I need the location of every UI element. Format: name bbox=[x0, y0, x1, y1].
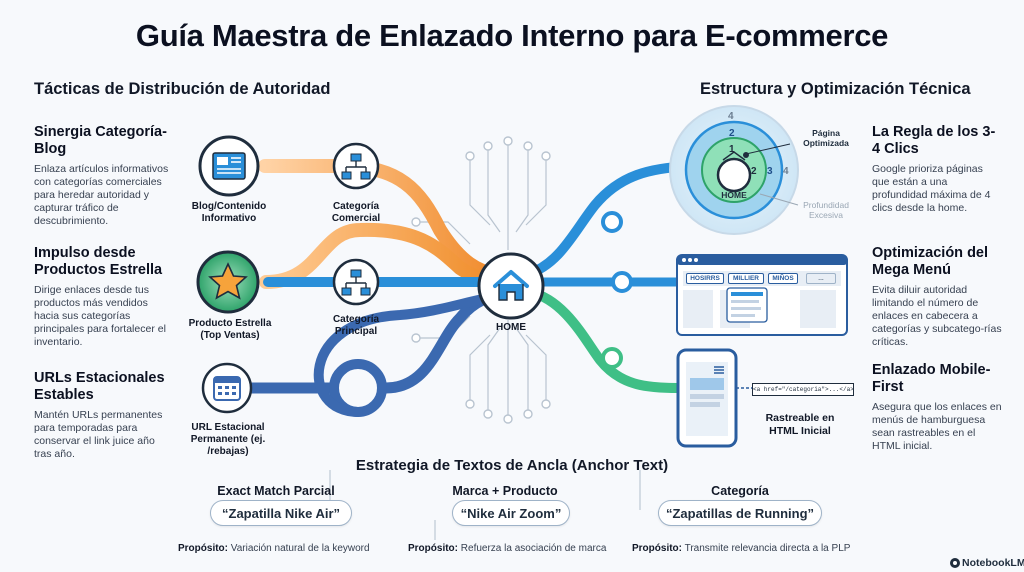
purpose-label-2: Propósito: bbox=[408, 543, 458, 554]
rule-megamenu-body: Evita diluir autoridad limitando el núme… bbox=[872, 284, 1002, 348]
menu-item-3[interactable]: MIÑOS bbox=[768, 273, 798, 284]
caption-star: Producto Estrella (Top Ventas) bbox=[188, 318, 272, 341]
tactic-seasonal: URLs Estacionales Estables Mantén URLs p… bbox=[34, 370, 174, 461]
caption-principal: Categoría Principal bbox=[332, 314, 380, 337]
left-section-heading: Tácticas de Distribución de Autoridad bbox=[34, 80, 331, 98]
code-snippet: <a href="/categoria">...</a> bbox=[752, 383, 854, 396]
tactic-seasonal-body: Mantén URLs permanentes para temporadas … bbox=[34, 409, 163, 460]
circuit-nodes bbox=[411, 136, 551, 424]
purpose-label-1: Propósito: bbox=[178, 543, 228, 554]
rule-mobile: Enlazado Mobile-First Asegura que los en… bbox=[872, 362, 1002, 453]
sitemap-icon-principal bbox=[332, 258, 380, 306]
flow-orange-1 bbox=[258, 158, 507, 283]
anchor-purpose-1: Propósito: Variación natural de la keywo… bbox=[178, 543, 370, 554]
depth-level-2-side: 2 bbox=[751, 166, 757, 177]
tactic-star: Impulso desde Productos Estrella Dirige … bbox=[34, 245, 174, 349]
anchor-section-heading: Estrategia de Textos de Ancla (Anchor Te… bbox=[355, 457, 669, 474]
anchor-example-2: “Nike Air Zoom” bbox=[452, 500, 570, 526]
excessive-depth-label: Profundidad Excesiva bbox=[803, 200, 849, 220]
tactic-blog: Sinergia Categoría-Blog Enlaza artículos… bbox=[34, 124, 184, 228]
rule-clicks: La Regla de los 3-4 Clics Google prioriz… bbox=[872, 124, 1002, 215]
caption-blog: Blog/Contenido Informativo bbox=[191, 201, 267, 224]
anchor-example-1: “Zapatilla Nike Air” bbox=[210, 500, 352, 526]
tactic-blog-body: Enlaza artículos informativos con catego… bbox=[34, 163, 169, 227]
crawlable-caption: Rastreable en HTML Inicial bbox=[765, 412, 835, 437]
tactic-star-body: Dirige enlaces desde tus productos más v… bbox=[34, 284, 166, 348]
mega-menu-mockup bbox=[676, 254, 848, 336]
mobile-mockup bbox=[676, 348, 752, 448]
anchor-example-3: “Zapatillas de Running” bbox=[658, 500, 822, 526]
tactic-seasonal-title: URLs Estacionales Estables bbox=[34, 370, 165, 403]
anchor-type-3: Categoría bbox=[711, 484, 769, 498]
rule-mobile-title: Enlazado Mobile-First bbox=[872, 362, 991, 395]
caption-commercial: Categoría Comercial bbox=[331, 201, 381, 224]
caption-home: HOME bbox=[496, 322, 526, 333]
anchor-type-2: Marca + Producto bbox=[452, 484, 558, 498]
rule-megamenu: Optimización del Mega Menú Evita diluir … bbox=[872, 245, 1002, 349]
anchor-purpose-2: Propósito: Refuerza la asociación de mar… bbox=[408, 543, 606, 554]
anchor-type-1: Exact Match Parcial bbox=[217, 484, 335, 498]
flow-right-bot bbox=[525, 287, 683, 393]
caption-seasonal: URL Estacional Permanente (ej. /rebajas) bbox=[190, 422, 266, 457]
notebook-logo-icon bbox=[950, 558, 960, 568]
newspaper-icon bbox=[198, 135, 260, 197]
depth-level-3: 3 bbox=[767, 166, 773, 177]
page-title: Guía Maestra de Enlazado Interno para E-… bbox=[135, 18, 889, 53]
rule-mobile-body: Asegura que los enlaces en menús de hamb… bbox=[872, 401, 1002, 452]
purpose-text-2: Refuerza la asociación de marca bbox=[460, 543, 607, 554]
star-icon bbox=[196, 250, 260, 314]
depth-home-label: HOME bbox=[721, 190, 747, 200]
rule-clicks-body: Google prioriza páginas que están a una … bbox=[872, 163, 991, 214]
depth-level-4: 4 bbox=[728, 111, 734, 122]
depth-level-4-side: 4 bbox=[783, 166, 789, 177]
home-hub-icon bbox=[477, 252, 545, 320]
flow-orange-2 bbox=[259, 222, 512, 291]
menu-item-more[interactable]: ... bbox=[806, 273, 836, 284]
calendar-icon bbox=[201, 362, 253, 414]
menu-item-1[interactable]: HOSIRRS bbox=[686, 273, 724, 284]
optimized-page-label: Página Optimizada bbox=[803, 128, 849, 148]
sitemap-icon-commercial bbox=[332, 142, 380, 190]
depth-rings bbox=[669, 105, 799, 235]
flow-right-top bbox=[523, 161, 695, 279]
depth-level-2: 2 bbox=[729, 128, 735, 139]
rule-clicks-title: La Regla de los 3-4 Clics bbox=[872, 124, 996, 157]
menu-item-2[interactable]: MILLIER bbox=[728, 273, 764, 284]
tactic-blog-title: Sinergia Categoría-Blog bbox=[34, 124, 167, 157]
tactic-star-title: Impulso desde Productos Estrella bbox=[34, 245, 163, 278]
purpose-text-1: Variación natural de la keyword bbox=[230, 543, 370, 554]
rule-megamenu-title: Optimización del Mega Menú bbox=[872, 245, 989, 278]
brand-label: NotebookLM bbox=[962, 557, 1024, 569]
purpose-label-3: Propósito: bbox=[632, 543, 682, 554]
anchor-purpose-3: Propósito: Transmite relevancia directa … bbox=[632, 543, 850, 554]
purpose-text-3: Transmite relevancia directa a la PLP bbox=[684, 543, 851, 554]
right-section-heading: Estructura y Optimización Técnica bbox=[700, 80, 971, 98]
depth-level-1: 1 bbox=[729, 144, 735, 155]
